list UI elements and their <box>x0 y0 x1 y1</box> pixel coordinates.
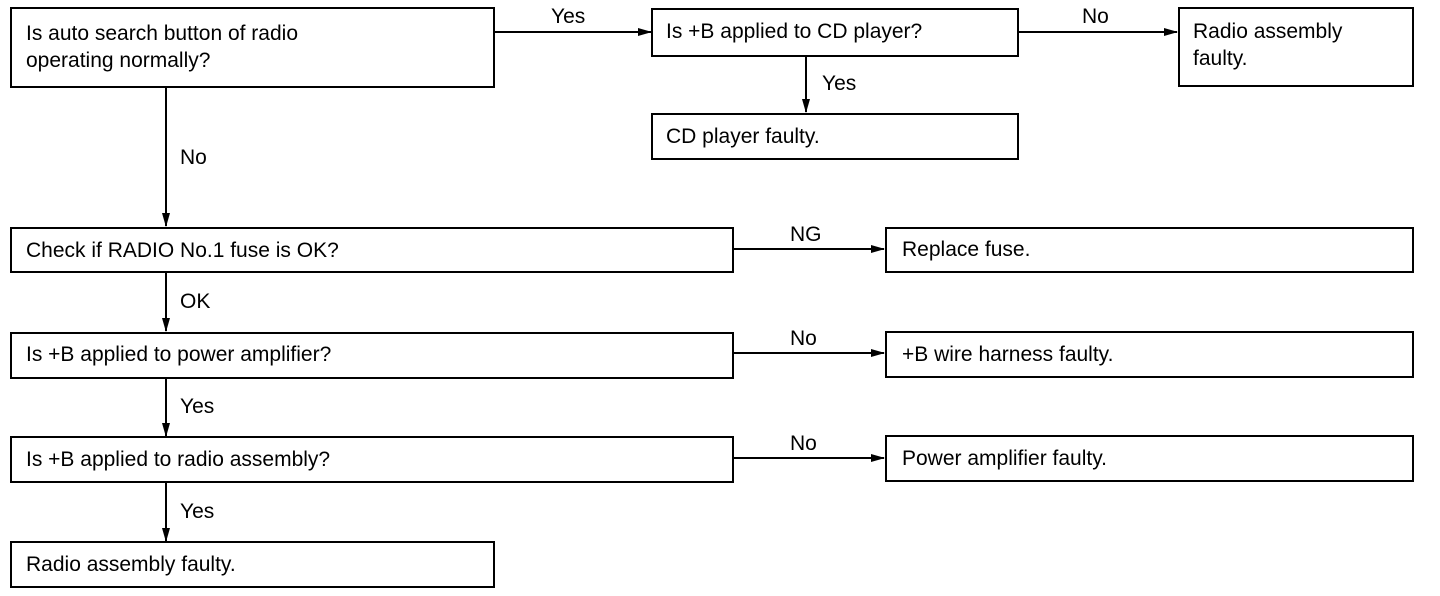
text-radio-assembly-b-question: Is +B applied to radio assembly? <box>26 448 331 471</box>
box-wire-harness-faulty <box>885 331 1414 378</box>
box-radio-assembly-faulty-top <box>1178 7 1414 87</box>
text-radio-assembly-faulty-top: Radio assembly faulty. <box>1193 20 1343 70</box>
label-ng-to-replace-fuse: NG <box>790 223 822 246</box>
label-no-to-wire-harness: No <box>790 327 817 350</box>
label-ok-to-power-amp-question: OK <box>180 290 211 313</box>
label-yes-to-radio-faulty: Yes <box>180 500 215 523</box>
box-cd-player-b-question <box>651 8 1019 57</box>
text-fuse-check-question: Check if RADIO No.1 fuse is OK? <box>26 239 339 262</box>
box-fuse-check-question <box>10 227 734 273</box>
label-no-to-power-amp-faulty: No <box>790 432 817 455</box>
box-auto-search-question <box>10 7 495 88</box>
text-auto-search-question: Is auto search button of radio operating… <box>26 22 299 72</box>
label-yes-to-cd-question: Yes <box>551 5 586 28</box>
text-wire-harness-faulty: +B wire harness faulty. <box>902 343 1114 366</box>
box-radio-assembly-b-question <box>10 436 734 483</box>
text-cd-player-b-question: Is +B applied to CD player? <box>666 20 923 43</box>
box-replace-fuse <box>885 227 1414 273</box>
label-yes-to-cd-faulty: Yes <box>822 72 857 95</box>
text-radio-assembly-faulty-bottom: Radio assembly faulty. <box>26 553 236 576</box>
text-power-amp-b-question: Is +B applied to power amplifier? <box>26 343 332 366</box>
box-power-amp-b-question <box>10 332 734 379</box>
label-yes-to-radio-assembly-question: Yes <box>180 395 215 418</box>
text-power-amp-faulty: Power amplifier faulty. <box>902 447 1108 470</box>
label-no-to-fuse-check: No <box>180 146 207 169</box>
label-no-to-radio-faulty: No <box>1082 5 1109 28</box>
box-power-amp-faulty <box>885 435 1414 482</box>
box-radio-assembly-faulty-bottom <box>10 541 495 588</box>
text-replace-fuse: Replace fuse. <box>902 238 1031 261</box>
text-cd-player-faulty: CD player faulty. <box>666 125 820 148</box>
box-cd-player-faulty <box>651 113 1019 160</box>
